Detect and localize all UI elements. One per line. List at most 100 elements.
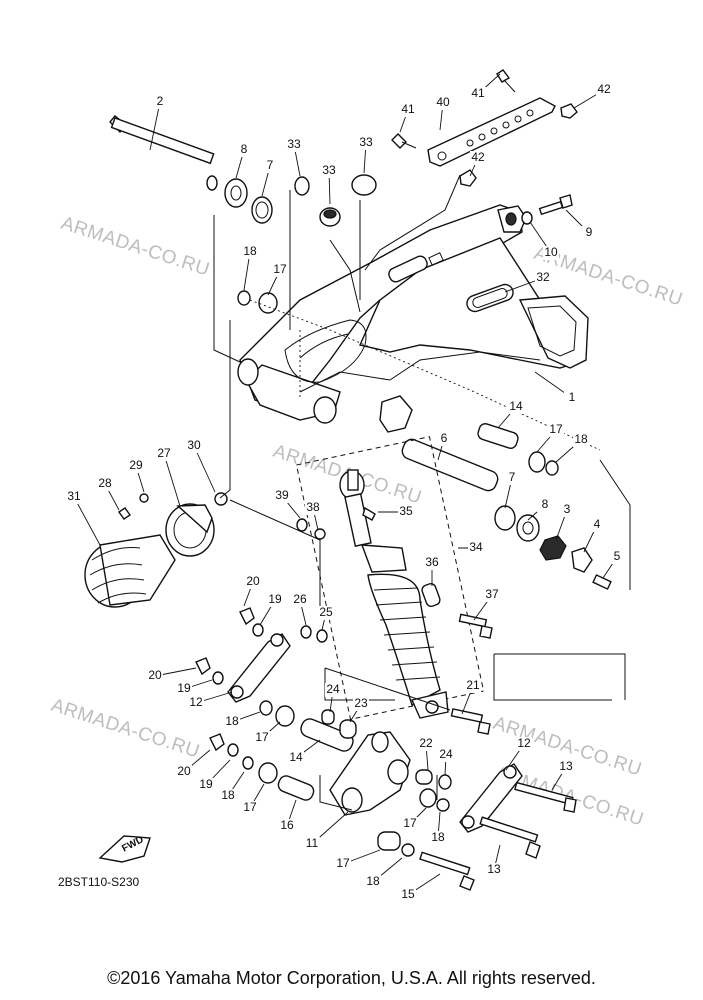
callout-number: 18 — [221, 788, 235, 802]
callout-number: 36 — [425, 555, 439, 569]
callout-background — [198, 778, 214, 792]
callout-background — [402, 817, 418, 831]
callout-background — [543, 246, 559, 260]
callout-background — [430, 831, 446, 845]
rear-shock-34 — [295, 436, 485, 720]
callout-number: 42 — [597, 82, 611, 96]
callout-number: 6 — [441, 431, 448, 445]
callout-background — [436, 432, 452, 446]
callout-number: 17 — [336, 856, 350, 870]
callout-background — [535, 271, 551, 285]
callout-number: 18 — [225, 714, 239, 728]
callout-number: 28 — [98, 476, 112, 490]
callout-number: 14 — [509, 399, 523, 413]
callout-number: 2 — [157, 94, 164, 108]
callout-background — [486, 863, 502, 877]
leader-line — [73, 496, 101, 546]
callout-background — [548, 423, 564, 437]
callout-number: 26 — [293, 592, 307, 606]
callout-background — [254, 731, 270, 745]
callout-background — [335, 857, 351, 871]
callout-number: 37 — [485, 587, 499, 601]
callout-background — [288, 751, 304, 765]
callout-background — [272, 263, 288, 277]
callout-numbers: 1234567788910111212131314141516171717171… — [66, 82, 625, 902]
callout-background — [558, 760, 574, 774]
callout-background — [152, 95, 168, 109]
callout-number: 4 — [594, 517, 601, 531]
callout-background — [97, 477, 113, 491]
callout-number: 24 — [326, 682, 340, 696]
callout-background — [242, 245, 258, 259]
bracket-40 — [391, 69, 578, 187]
callout-background — [559, 503, 575, 517]
callout-number: 20 — [148, 668, 162, 682]
callout-number: 32 — [536, 270, 550, 284]
swingarm — [237, 204, 589, 433]
pivot-parts-left — [109, 115, 278, 314]
pivot-parts-right — [401, 423, 612, 590]
callout-background — [465, 679, 481, 693]
callout-background — [573, 433, 589, 447]
callout-background — [220, 789, 236, 803]
callout-number: 29 — [129, 458, 143, 472]
callout-number: 17 — [403, 816, 417, 830]
callout-background — [242, 801, 258, 815]
callout-background — [224, 715, 240, 729]
callout-number: 16 — [280, 818, 294, 832]
callout-number: 17 — [273, 262, 287, 276]
callout-background — [176, 765, 192, 779]
callout-number: 33 — [359, 135, 373, 149]
guards-27-31 — [84, 492, 228, 608]
callout-number: 9 — [586, 225, 593, 239]
callout-number: 34 — [469, 540, 483, 554]
copyright-notice: ©2016 Yamaha Motor Corporation, U.S.A. A… — [107, 968, 596, 988]
callout-background — [321, 164, 337, 178]
leader-line — [193, 445, 216, 493]
callout-number: 5 — [614, 549, 621, 563]
callout-background — [589, 518, 605, 532]
callout-number: 40 — [436, 95, 450, 109]
callout-number: 20 — [246, 574, 260, 588]
callout-number: 17 — [255, 730, 269, 744]
watermark-text: ARMADA-CO.RU — [48, 695, 202, 763]
callout-background — [609, 550, 625, 564]
callout-background — [156, 447, 172, 461]
callout-background — [470, 151, 486, 165]
callout-background — [398, 505, 414, 519]
callout-background — [305, 501, 321, 515]
callout-background — [400, 888, 416, 902]
bolt-9 — [521, 194, 573, 225]
callout-number: 17 — [243, 800, 257, 814]
relay-arm-11 — [321, 709, 452, 857]
callout-background — [564, 391, 580, 405]
callout-number: 8 — [542, 497, 549, 511]
callout-number: 20 — [177, 764, 191, 778]
callout-number: 19 — [177, 681, 191, 695]
callout-number: 12 — [517, 736, 531, 750]
callout-number: 8 — [241, 142, 248, 156]
callout-number: 18 — [574, 432, 588, 446]
callout-background — [516, 737, 532, 751]
callout-background — [537, 498, 553, 512]
plugs-33 — [294, 174, 377, 227]
callout-background — [318, 606, 334, 620]
callout-number: 23 — [354, 696, 368, 710]
chain-guide-32 — [466, 283, 514, 313]
callout-number: 30 — [187, 438, 201, 452]
leader-line — [149, 101, 161, 151]
callout-number: 7 — [509, 470, 516, 484]
callout-background — [435, 96, 451, 110]
callout-number: 21 — [466, 678, 480, 692]
callout-background — [418, 737, 434, 751]
callout-number: 33 — [287, 137, 301, 151]
callout-background — [325, 683, 341, 697]
callout-number: 41 — [401, 102, 415, 116]
callout-background — [484, 588, 500, 602]
callout-number: 33 — [322, 163, 336, 177]
callout-number: 13 — [559, 759, 573, 773]
watermark-text: ARMADA-CO.RU — [58, 213, 212, 281]
diagram-reference: 2BST110-S230 — [58, 875, 139, 889]
callout-background — [128, 459, 144, 473]
